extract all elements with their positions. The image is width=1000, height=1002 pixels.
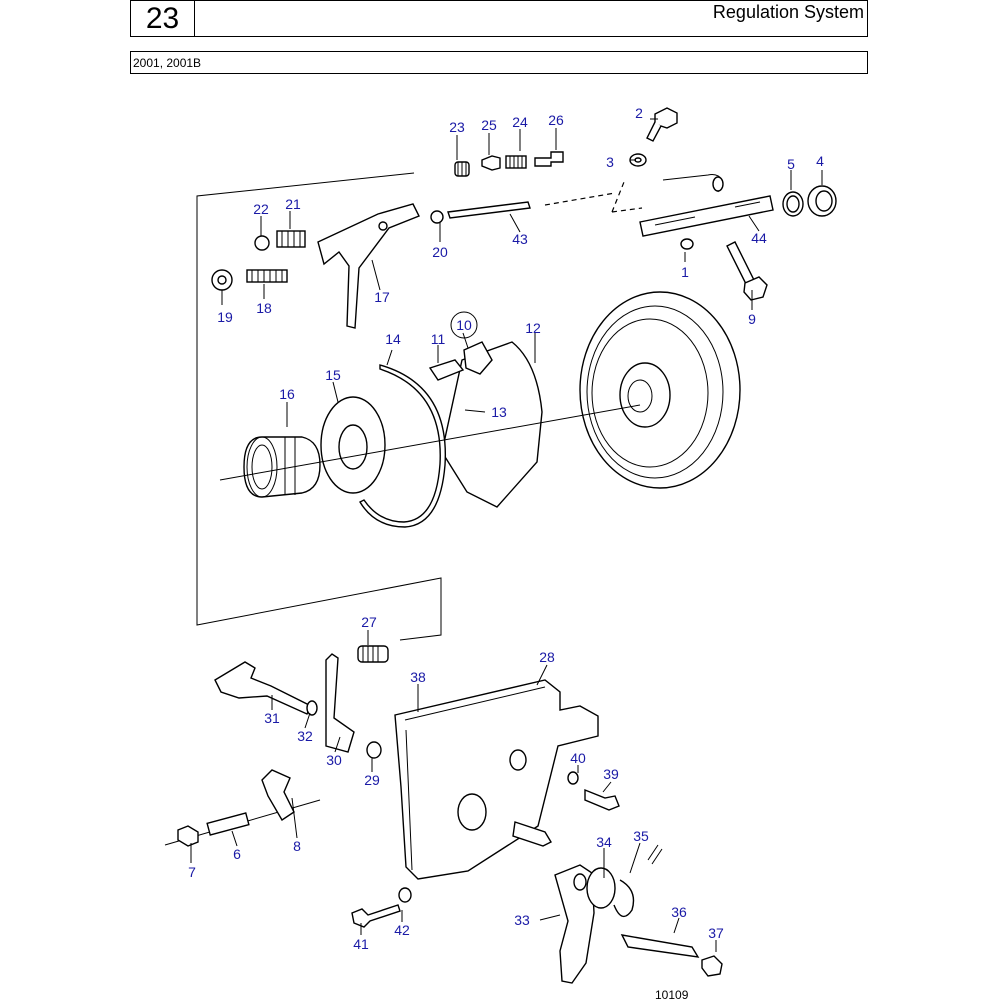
callout-4: 4	[816, 153, 824, 169]
callout-23: 23	[449, 119, 465, 135]
callout-33: 33	[514, 912, 530, 928]
section-number: 23	[131, 1, 195, 36]
callout-8: 8	[293, 838, 301, 854]
callout-32: 32	[297, 728, 313, 744]
callout-26: 26	[548, 112, 564, 128]
callout-22: 22	[253, 201, 269, 217]
callout-35: 35	[633, 828, 649, 844]
part-springs-upper	[430, 151, 564, 224]
callout-9: 9	[748, 311, 756, 327]
part-lever-17	[211, 203, 420, 329]
model-designation: 2001, 2001B	[130, 51, 868, 74]
callout-44: 44	[751, 230, 767, 246]
callout-labels: 1 2 3 4 5 6 7 8 9 10 11 12 13 14 15 16 1…	[188, 105, 824, 952]
section-title: Regulation System	[712, 2, 864, 22]
part-adjuster-6	[164, 769, 321, 847]
callout-13: 13	[491, 404, 507, 420]
callout-29: 29	[364, 772, 380, 788]
part-bearing-16	[243, 436, 321, 498]
model-text: 2001, 2001B	[133, 56, 202, 70]
part-washer-15	[320, 396, 386, 494]
part-screws-lower	[351, 771, 620, 928]
callout-30: 30	[326, 752, 342, 768]
callout-6: 6	[233, 846, 241, 862]
callout-15: 15	[325, 367, 341, 383]
page-header: 23 Regulation System	[130, 0, 868, 37]
callout-37: 37	[708, 925, 724, 941]
part-cover-38	[394, 679, 599, 880]
callout-42: 42	[394, 922, 410, 938]
callout-27: 27	[361, 614, 377, 630]
callout-12: 12	[525, 320, 541, 336]
callout-43: 43	[512, 231, 528, 247]
callout-7: 7	[188, 864, 196, 880]
callout-36: 36	[671, 904, 687, 920]
callout-39: 39	[603, 766, 619, 782]
callout-25: 25	[481, 117, 497, 133]
callout-38: 38	[410, 669, 426, 685]
callout-10: 10	[456, 317, 472, 333]
group-outline	[196, 172, 442, 641]
callout-14: 14	[385, 331, 401, 347]
callout-41: 41	[353, 936, 369, 952]
part-shafts-lower	[214, 645, 389, 759]
part-plug-4	[782, 185, 837, 217]
part-bolt-9	[680, 238, 768, 301]
callout-31: 31	[264, 710, 280, 726]
drawing-number: 10109	[655, 988, 689, 1002]
callout-34: 34	[596, 834, 612, 850]
part-bolt-2	[629, 107, 678, 167]
part-linkage-plate-44	[544, 174, 774, 237]
callout-3: 3	[606, 154, 614, 170]
part-weight-carrier-12	[428, 341, 543, 508]
callout-16: 16	[279, 386, 295, 402]
callout-28: 28	[539, 649, 555, 665]
callout-20: 20	[432, 244, 448, 260]
callout-24: 24	[512, 114, 528, 130]
callout-21: 21	[285, 196, 301, 212]
axis-line	[219, 404, 641, 481]
callout-40: 40	[570, 750, 586, 766]
callout-11: 11	[431, 331, 446, 347]
callout-17: 17	[374, 289, 390, 305]
part-ring-14	[359, 364, 447, 528]
callout-5: 5	[787, 156, 795, 172]
callout-10-circle	[450, 311, 478, 339]
callout-1: 1	[681, 264, 689, 280]
callout-18: 18	[256, 300, 272, 316]
part-lever-33	[554, 844, 723, 984]
part-gear-wheel	[579, 291, 741, 489]
leader-lines	[190, 118, 823, 952]
callout-19: 19	[217, 309, 233, 325]
callout-2: 2	[635, 105, 643, 121]
